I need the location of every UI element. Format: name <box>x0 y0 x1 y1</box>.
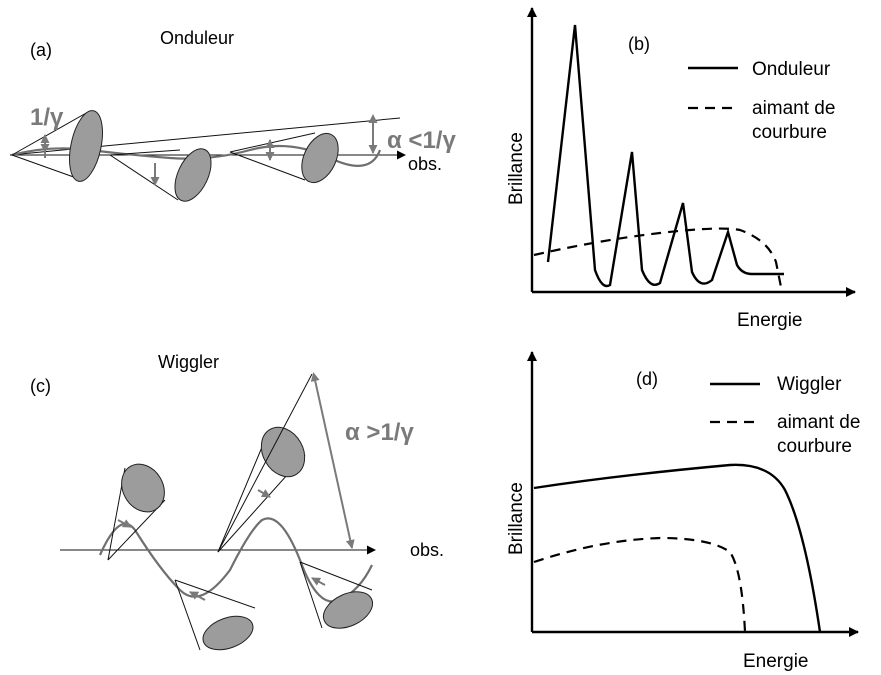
legend-wiggler: Wiggler <box>777 374 842 395</box>
panel-a-tag: (a) <box>30 40 52 60</box>
legend-onduleur: Onduleur <box>752 59 831 80</box>
obs-label-c: obs. <box>410 540 444 560</box>
wiggler-cone-2 <box>174 579 256 651</box>
panel-b-tag: (b) <box>628 34 650 54</box>
panel-d: (d) Brillance Energie Wiggler aimant de … <box>506 351 866 672</box>
panel-d-tag: (d) <box>636 369 658 389</box>
wiggler-trajectory <box>98 517 373 603</box>
alpha-label-c: α >1/γ <box>345 419 414 446</box>
legend-aimant: aimant de courbure <box>752 98 841 143</box>
cone-angle-label: 1/γ <box>30 104 64 131</box>
emission-cone-3 <box>229 132 339 184</box>
y-axis-label: Brillance <box>506 132 527 205</box>
obs-label: obs. <box>408 154 442 174</box>
legend-aimant-d: aimant de courbure <box>777 412 866 457</box>
wiggler-cone-4 <box>299 561 374 629</box>
undulator-spectrum-curve <box>546 24 784 288</box>
panel-c-tag: (c) <box>30 376 51 396</box>
alpha-envelope-c <box>217 373 313 553</box>
x-axis-label-d: Energie <box>743 651 809 672</box>
panel-a-title: Onduleur <box>160 28 234 48</box>
wiggler-spectrum-curve <box>533 463 822 633</box>
x-axis-label: Energie <box>737 310 803 331</box>
wiggler-cone-3 <box>217 426 306 553</box>
alpha-arrow-c <box>310 372 355 549</box>
y-axis-label-d: Brillance <box>506 482 527 555</box>
wiggler-cone-1 <box>107 463 166 561</box>
emission-cone-2 <box>109 148 212 202</box>
panel-c: (c) Wiggler obs. <box>30 352 444 651</box>
emission-cone-1 <box>11 110 103 182</box>
panel-b: (b) Brillance Energie Onduleur aimant de… <box>506 7 856 331</box>
panel-c-title: Wiggler <box>158 352 219 372</box>
alpha-label: α <1/γ <box>387 127 456 154</box>
panel-a: (a) Onduleur obs. <box>9 28 456 202</box>
bending-magnet-curve-d <box>533 536 747 633</box>
bending-magnet-curve <box>533 227 784 293</box>
